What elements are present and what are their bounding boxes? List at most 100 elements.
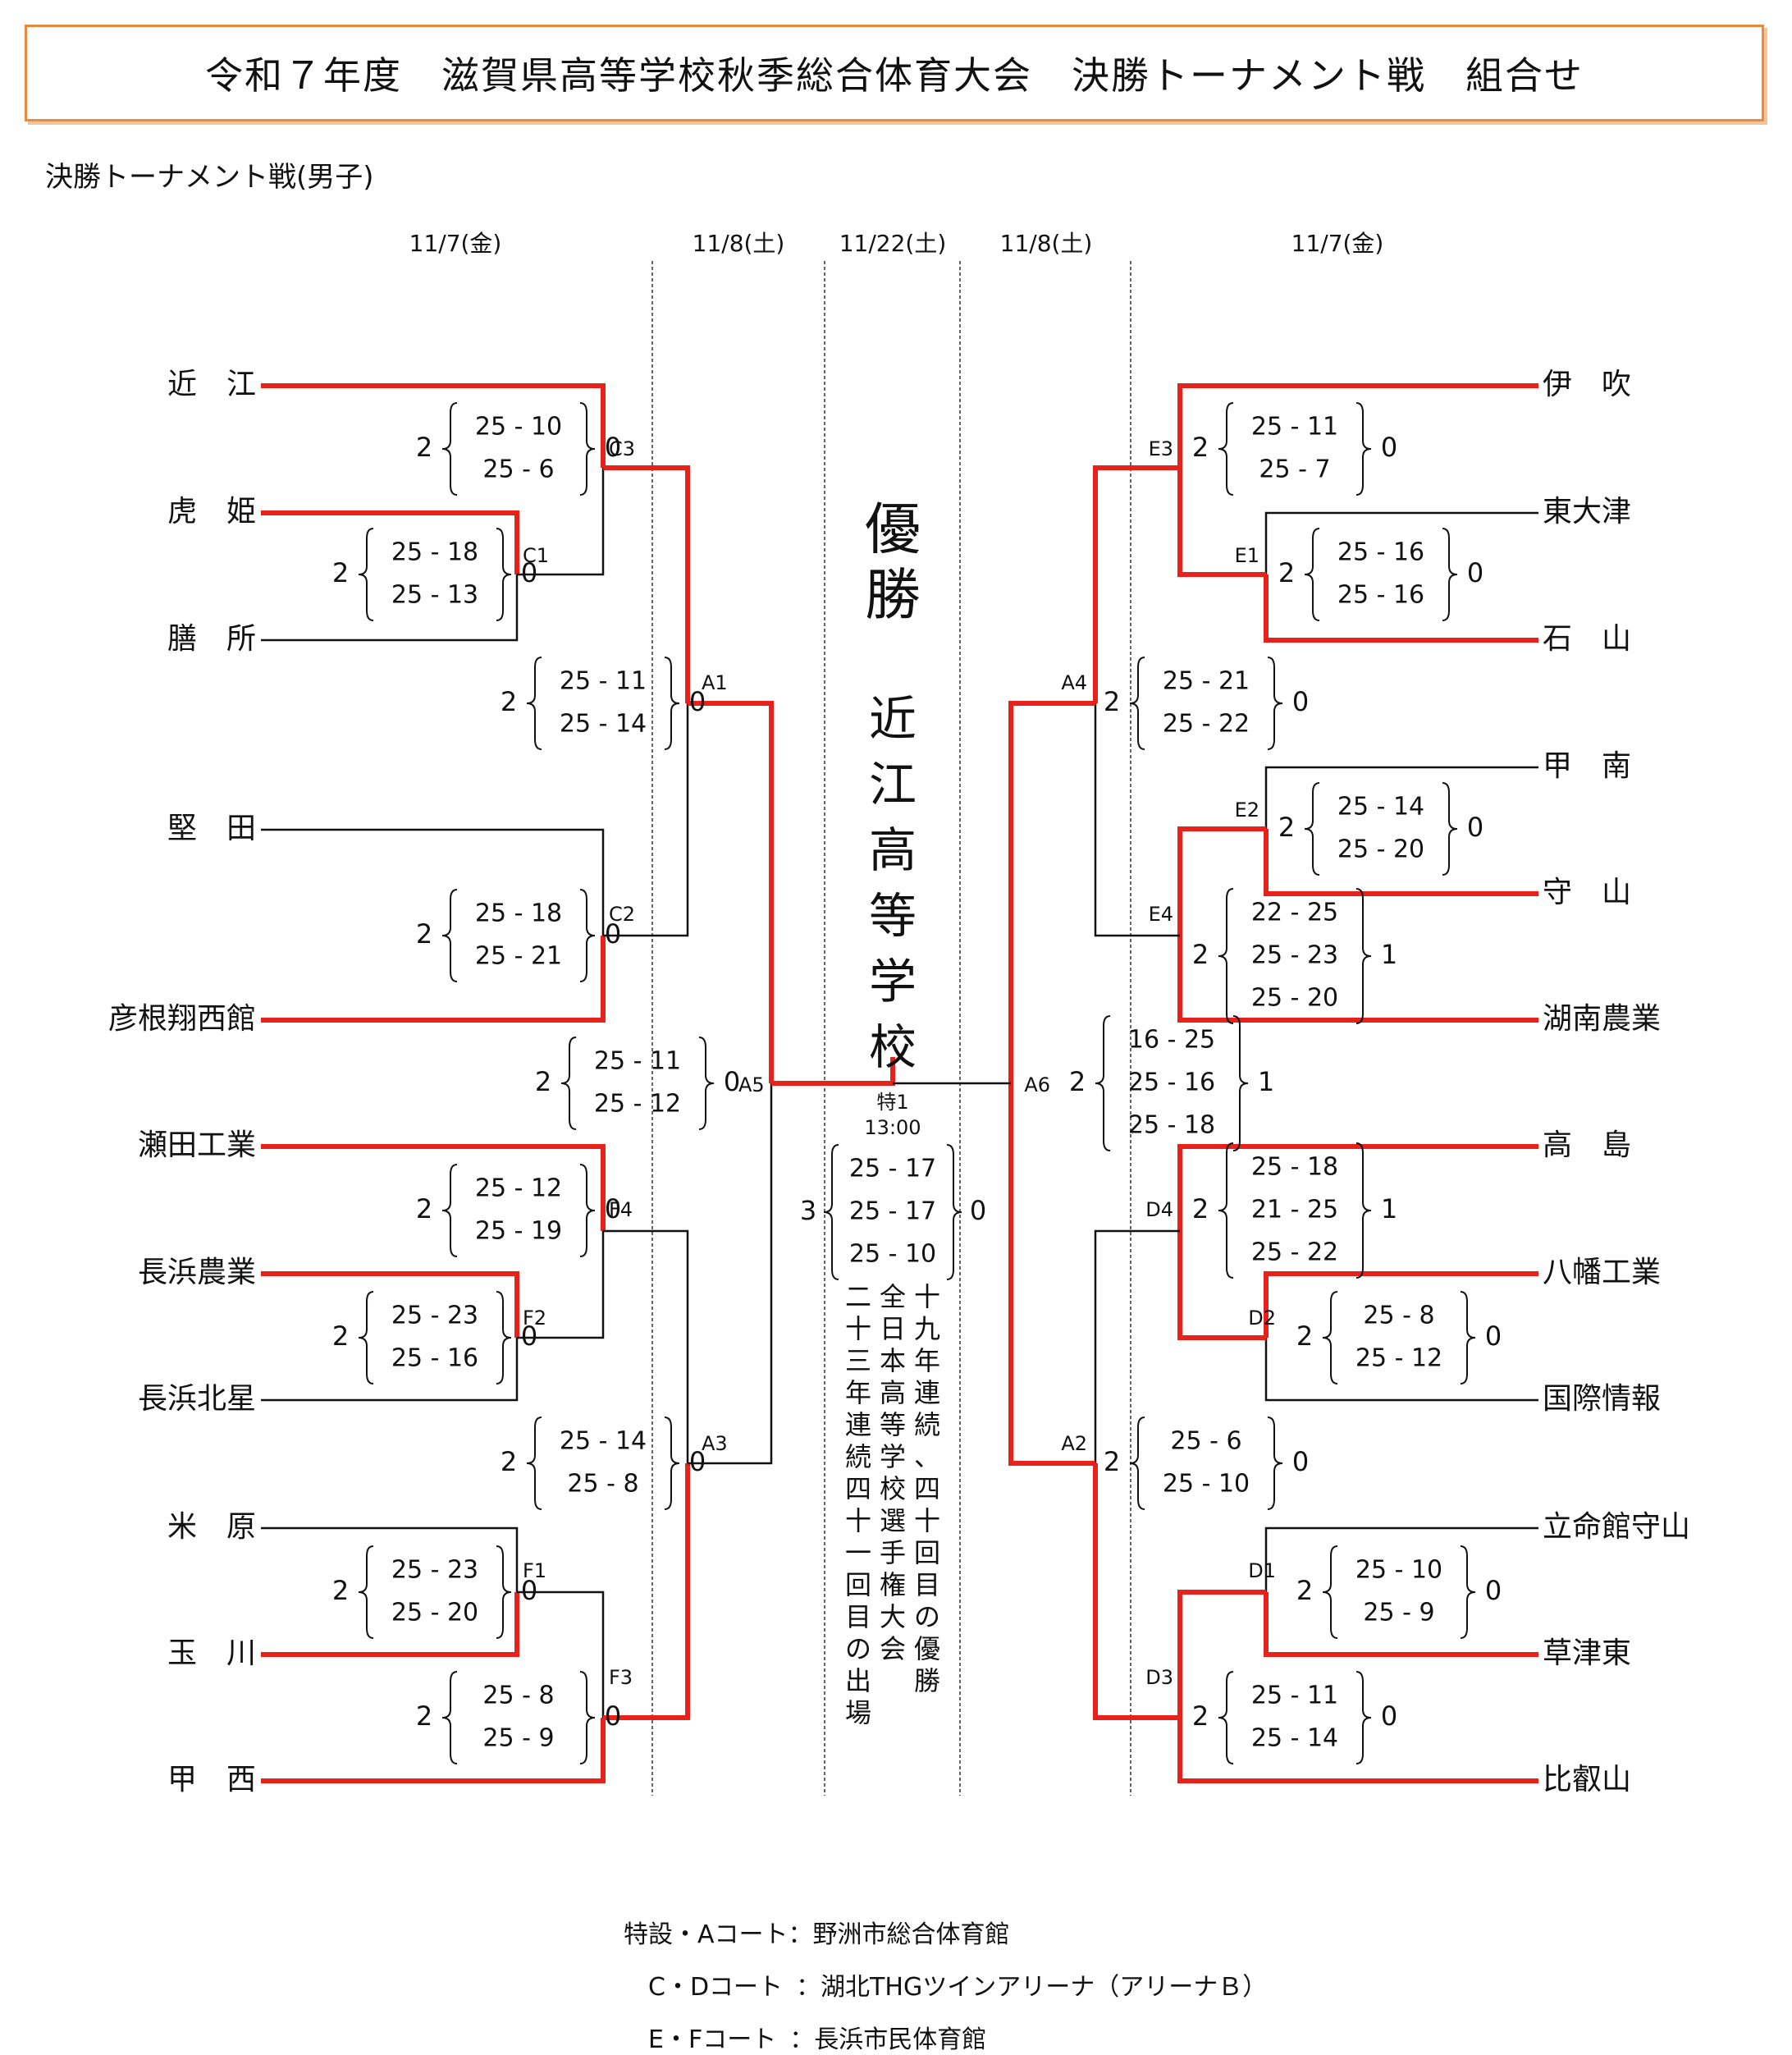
set-score-E1-0: 25 - 16 — [1337, 538, 1424, 567]
sets-lost-D3: 0 — [1381, 1700, 1397, 1732]
date-left-round2: 11/8(土) — [692, 230, 785, 257]
sets-won-A4: 2 — [1104, 686, 1120, 717]
set-score-C2-0: 25 - 18 — [475, 899, 562, 928]
match-id-A4: A4 — [1061, 671, 1087, 694]
sets-lost-A2: 0 — [1292, 1446, 1309, 1477]
note-col-0-char-9: 目 — [914, 1569, 940, 1600]
line-seta — [261, 1144, 606, 1231]
match-id-C3: C3 — [609, 437, 635, 460]
note-col-2-char-3: 年 — [845, 1377, 871, 1408]
match-id-E4: E4 — [1149, 903, 1173, 926]
left-team-3: 堅 田 — [167, 812, 256, 845]
sets-won-F2: 2 — [332, 1320, 349, 1352]
line-d1-out — [1177, 1590, 1266, 1718]
line-hachiman — [1264, 1271, 1538, 1338]
sets-lost-F1: 0 — [521, 1575, 537, 1606]
sets-won-F1: 2 — [332, 1575, 349, 1606]
left-team-6: 長浜農業 — [138, 1256, 256, 1289]
score-brace-right-A4 — [1267, 657, 1283, 750]
sets-won-D3: 2 — [1192, 1700, 1209, 1732]
note-col-2-char-12: 出 — [845, 1665, 871, 1696]
champion-team-char-0: 近 — [869, 691, 917, 747]
set-score-E3-1: 25 - 7 — [1259, 455, 1330, 484]
note-col-2-char-9: 回 — [845, 1569, 871, 1600]
score-brace-left-C3 — [441, 402, 458, 496]
score-brace-right-A3 — [664, 1417, 680, 1510]
final-label: 特1 — [876, 1091, 908, 1114]
score-brace-right-C2 — [579, 889, 596, 982]
set-score-E3-0: 25 - 11 — [1251, 413, 1338, 442]
note-col-2-char-8: 一 — [845, 1537, 871, 1568]
footer-court-a-label: 特設・Aコート — [624, 1920, 789, 1949]
line-oumi — [261, 383, 606, 468]
line-kosei — [261, 1718, 606, 1783]
match-id-E2: E2 — [1235, 799, 1259, 822]
sets-lost-A3: 0 — [689, 1446, 706, 1477]
match-id-A3: A3 — [702, 1432, 728, 1455]
score-brace-right-D3 — [1355, 1671, 1372, 1764]
score-brace-left-F1 — [358, 1545, 374, 1639]
line-e1-out — [1177, 468, 1266, 577]
line-d4-out — [1094, 1229, 1180, 1463]
page-title: 令和７年度 滋賀県高等学校秋季総合体育大会 決勝トーナメント戦 組合せ — [205, 53, 1584, 98]
match-id-F3: F3 — [609, 1666, 633, 1689]
right-team-3: 甲 南 — [1543, 749, 1631, 783]
right-team-7: 八幡工業 — [1543, 1256, 1661, 1289]
sets-lost-D4: 1 — [1381, 1193, 1397, 1224]
score-brace-left-A3 — [526, 1417, 542, 1510]
note-col-0-char-11: 優 — [914, 1633, 940, 1664]
sets-lost-C3: 0 — [605, 432, 621, 463]
set-score-A5-1: 25 - 12 — [594, 1090, 681, 1119]
line-katata — [261, 828, 605, 936]
note-col-2-char-5: 続 — [845, 1441, 871, 1472]
match-id-D4: D4 — [1145, 1198, 1173, 1221]
line-a2-out — [1008, 1083, 1095, 1466]
line-ritsumeikan — [1264, 1526, 1538, 1592]
score-brace-left-A1 — [526, 657, 542, 750]
line-c3-out — [603, 465, 690, 703]
set-score-A2-0: 25 - 6 — [1170, 1427, 1241, 1456]
set-score-D1-1: 25 - 9 — [1363, 1599, 1434, 1627]
line-hieizan — [1177, 1718, 1538, 1783]
note-col-0-char-4: 続 — [914, 1409, 940, 1440]
set-score-A3-1: 25 - 8 — [567, 1470, 638, 1499]
final-set-1: 25 - 17 — [849, 1197, 936, 1226]
final-sets-lost: 0 — [970, 1195, 986, 1226]
score-brace-left-A6 — [1095, 1015, 1111, 1151]
match-id-C1: C1 — [523, 544, 549, 567]
sets-lost-C1: 0 — [521, 557, 537, 588]
match-id-A5: A5 — [738, 1073, 765, 1096]
match-id-D3: D3 — [1145, 1666, 1173, 1689]
sets-lost-A1: 0 — [689, 686, 706, 717]
sets-won-D2: 2 — [1296, 1320, 1313, 1352]
match-id-D2: D2 — [1248, 1307, 1276, 1330]
champion-team-char-1: 江 — [869, 757, 917, 812]
set-score-C1-0: 25 - 18 — [391, 538, 478, 567]
set-score-E4-2: 25 - 20 — [1251, 984, 1338, 1013]
note-col-1-char-2: 本 — [880, 1345, 906, 1376]
note-col-2-char-7: 十 — [845, 1505, 871, 1536]
set-score-D4-0: 25 - 18 — [1251, 1153, 1338, 1182]
date-right-round2: 11/8(土) — [999, 230, 1093, 257]
score-brace-right-E3 — [1355, 402, 1372, 496]
set-score-E2-0: 25 - 14 — [1337, 793, 1424, 822]
line-c1-out — [517, 468, 605, 576]
note-col-1-char-9: 権 — [880, 1569, 906, 1600]
line-e4-out — [1094, 703, 1180, 937]
set-score-F3-1: 25 - 9 — [482, 1724, 554, 1753]
sets-lost-A5: 0 — [724, 1066, 740, 1097]
score-brace-right-E4 — [1355, 888, 1372, 1024]
right-team-9: 立命館守山 — [1543, 1510, 1690, 1544]
champion-label-char-0: 優 — [865, 498, 921, 563]
line-f2-out — [517, 1231, 605, 1339]
champion-team-char-3: 等 — [869, 888, 917, 944]
note-col-1-char-6: 校 — [880, 1473, 906, 1504]
set-score-C1-1: 25 - 13 — [391, 581, 478, 610]
sets-won-E3: 2 — [1192, 432, 1209, 463]
sets-won-A5: 2 — [535, 1066, 551, 1097]
line-a3-out — [688, 1083, 773, 1465]
right-team-6: 高 島 — [1543, 1128, 1631, 1162]
line-ishiyama — [1264, 574, 1538, 643]
line-d2-out — [1177, 1231, 1266, 1340]
line-maibara — [261, 1526, 519, 1592]
